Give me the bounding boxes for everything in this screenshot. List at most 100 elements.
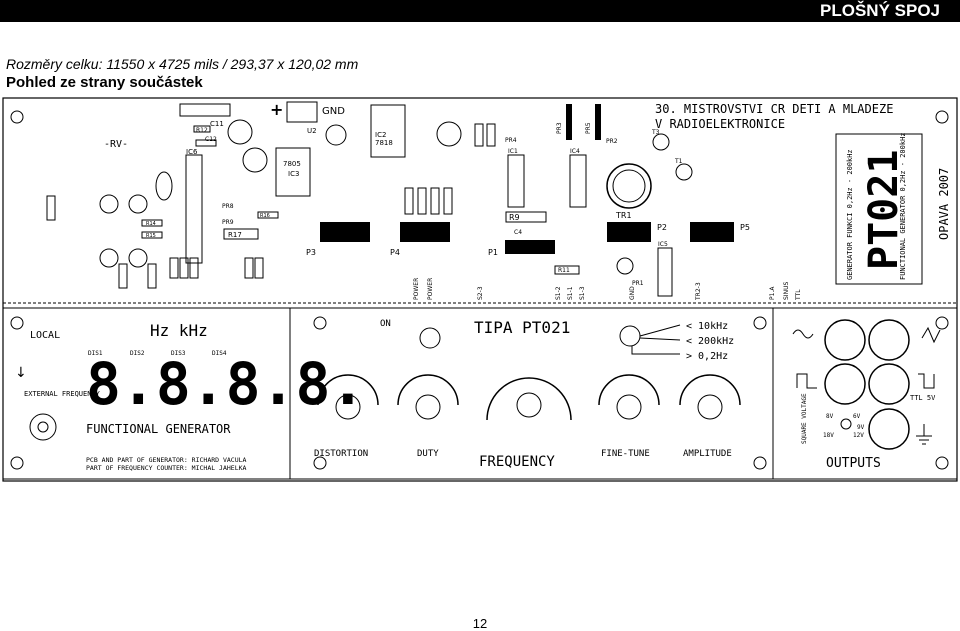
label-p1: P1 [488,248,498,257]
frequency-knob[interactable] [516,392,542,418]
distortion-knob[interactable] [335,394,361,420]
capacitor-round-2 [242,147,268,173]
model-label: TIPA PT021 [474,318,570,337]
ic5-chip [657,247,673,297]
dimensions-text: Rozměry celku: 11550 x 4725 mils / 293,3… [6,56,359,72]
label-ic6: IC6 [186,148,198,156]
dis-label: DIS2 [130,350,145,357]
range-line-2 [639,337,681,341]
label-c11: C11 [210,120,224,128]
amplitude-knob[interactable] [697,394,723,420]
pin-label: TTL [795,289,802,301]
label-pr1: PR1 [632,280,644,287]
regulator-ic2 [370,104,406,158]
header-bar: PLOŠNÝ SPOJ [0,0,960,22]
voltage-selector[interactable] [840,418,852,430]
pt021-logo: PT021 [861,150,907,270]
dis-label: DIS1 [88,350,103,357]
volt-opt: 6V [853,413,861,420]
amplitude-label: AMPLITUDE [683,449,732,459]
label-ic1: IC1 [508,148,518,155]
transistor-t3 [652,133,670,151]
pin-label: GND [629,286,636,300]
label-pr2: PR2 [606,138,618,145]
display-labels: DIS1 DIS2 DIS3 DIS4 [88,350,227,357]
external-frequency-label: EXTERNAL FREQUENCY [24,390,101,398]
resistor-r12 [193,125,211,133]
transformer-tr1 [606,163,652,209]
potentiometer-p2-body [607,222,651,242]
label-ic3-val: 7805 [283,160,301,168]
square-output-jack[interactable] [824,363,866,405]
credit-line-1: PCB AND PART OF GENERATOR: RICHARD VACUL… [86,456,247,464]
label-ic2-val: 7818 [375,139,393,147]
label-ic5: IC5 [658,241,668,248]
pin-strip-pr3 [566,104,572,140]
triangle-output-jack[interactable] [868,319,910,361]
potentiometer-p3-body [320,222,370,242]
credit-line-2: PART OF FREQUENCY COUNTER: MICHAL JAHELK… [86,464,247,472]
resistor-r14 [141,219,163,227]
dis-label: DIS3 [171,350,186,357]
sine-output-jack[interactable] [824,319,866,361]
transistor-t1 [675,163,693,181]
volt-opt: 8V [826,413,834,420]
ground-output-jack[interactable] [868,408,910,450]
event-line-1: 30. MISTROVSTVI CR DETI A MLADEZE [655,102,893,116]
label-t1: T1 [674,158,683,165]
resistor-r15 [141,231,163,239]
mount-holes [10,110,949,470]
ttl-wave-icon [918,373,935,389]
label-r14: R14 [146,221,156,227]
external-frequency-button[interactable] [29,413,57,441]
connector-u2 [286,101,318,123]
pin-label: POWER [427,278,434,300]
range-02hz: > 0,2Hz [686,351,728,362]
ttl-output-jack[interactable] [868,363,910,405]
range-line-3 [631,346,680,355]
volt-opt: 12V [853,432,864,439]
pin-label: SINUS [783,282,790,300]
pin-strip-pr5 [595,104,601,140]
volt-opt: 9V [857,424,865,431]
label-t3: T3 [651,129,660,136]
label-tr1: TR1 [615,211,632,220]
fine-tune-knob[interactable] [616,394,642,420]
range-10khz: < 10kHz [686,321,728,332]
label-p3: P3 [306,248,316,257]
output-jacks [824,319,910,450]
label-r9: R9 [509,213,520,222]
transistors-left [99,171,173,268]
plus-label: + [270,100,283,119]
duty-knob[interactable] [415,394,441,420]
pin-label: POWER [413,278,420,300]
pcb-outline [2,97,958,482]
on-label: ON [380,319,391,329]
knob-arcs [317,374,741,421]
regulator-ic3 [275,147,311,197]
transistor-right [616,257,634,275]
label-ic2: IC2 [375,131,386,139]
power-switch[interactable] [419,327,441,349]
ttl-label: TTL 5V [910,394,936,402]
range-switch[interactable] [619,325,641,347]
view-text: Pohled ze strany součástek [6,74,203,91]
outputs-label: OUTPUTS [826,456,881,471]
resistor-array-1 [46,123,496,289]
potentiometer-p5-body [690,222,734,242]
pin-label: S1-3 [579,286,586,300]
label-r17: R17 [228,231,242,239]
label-p5: P5 [740,223,750,232]
capacitor-c12 [195,139,217,147]
units-label: Hz kHz [150,321,208,340]
label-p2: P2 [657,223,667,232]
label-r15: R15 [146,233,156,239]
resistor-r16 [257,211,279,219]
ic4-chip [569,154,587,208]
label-c4: C4 [514,229,522,236]
distortion-label: DISTORTION [314,449,368,459]
label-u2: U2 [307,127,317,135]
resistor-r11 [554,265,580,275]
label-ic4: IC4 [570,148,580,155]
label-p4: P4 [390,248,400,257]
